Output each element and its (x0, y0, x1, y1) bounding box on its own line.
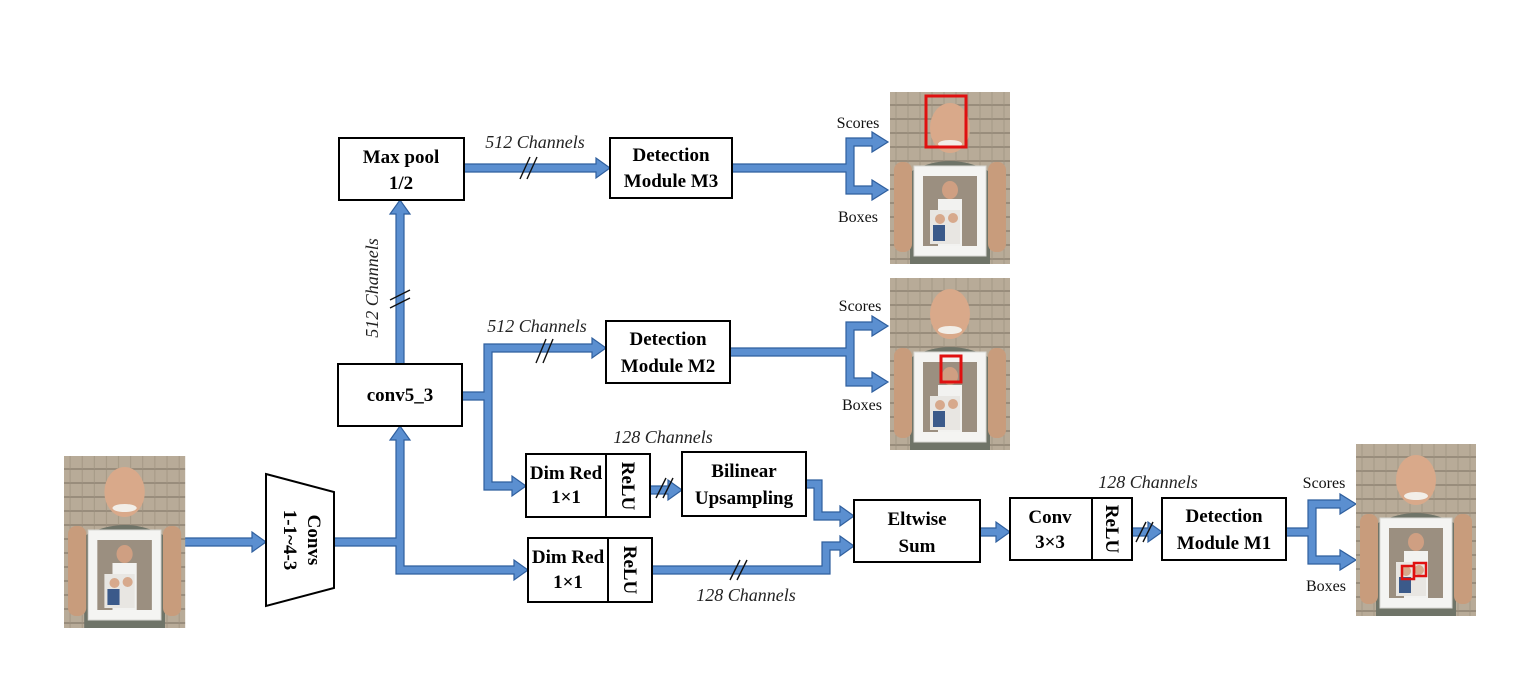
channel-label-conv3-m1: 128 Channels (1098, 472, 1198, 492)
convs-label-1: Convs (303, 515, 324, 566)
arrow-conv5-to-maxpool (390, 200, 410, 364)
dimred-bottom-label-1: Dim Red (532, 547, 605, 568)
output-photo-m3 (890, 92, 1010, 264)
arrow-input-to-convs (184, 532, 266, 552)
det-m1-label-2: Module M1 (1177, 533, 1271, 554)
arrow-conv3-to-m1 (1132, 522, 1162, 542)
arrow-eltwise-to-conv3 (980, 522, 1010, 542)
dimred-top-block: Dim Red 1×1 ReLU (526, 454, 650, 517)
conv5-3-block: conv5_3 (338, 364, 462, 426)
det-m3-label-1: Detection (632, 145, 709, 166)
input-photo (64, 456, 185, 628)
detection-m3-block: Detection Module M3 (610, 138, 732, 198)
m2-scores-label: Scores (839, 298, 882, 315)
convs-block: Convs 1-1~4-3 (266, 474, 334, 606)
det-m3-label-2: Module M3 (624, 171, 718, 192)
arrow-dimred-to-bilinear (650, 480, 682, 500)
detection-m1-block: Detection Module M1 (1162, 498, 1286, 560)
detection-m2-block: Detection Module M2 (606, 321, 730, 383)
arrow-m1-outputs (1286, 494, 1356, 570)
m1-boxes-label: Boxes (1306, 578, 1346, 595)
dimred-top-label-1: Dim Red (530, 463, 603, 484)
det-m2-label-2: Module M2 (621, 356, 715, 377)
conv3-label-1: Conv (1028, 507, 1072, 528)
arrow-maxpool-to-m3 (464, 158, 610, 178)
arrow-m3-outputs (732, 132, 888, 200)
m1-scores-label: Scores (1303, 475, 1346, 492)
m3-boxes-label: Boxes (838, 209, 878, 226)
maxpool-block: Max pool 1/2 (339, 138, 464, 200)
eltwise-label-1: Eltwise (887, 509, 946, 530)
m2-boxes-label: Boxes (842, 397, 882, 414)
channel-label-conv5-maxpool: 512 Channels (362, 238, 382, 338)
arrow-m2-outputs (730, 316, 888, 392)
dimred-bottom-label-2: 1×1 (553, 572, 583, 593)
bilinear-label-1: Bilinear (711, 461, 777, 482)
dimred-bottom-block: Dim Red 1×1 ReLU (528, 538, 652, 602)
bilinear-label-2: Upsampling (695, 488, 794, 509)
relu-top-label: ReLU (617, 462, 638, 511)
det-m1-label-1: Detection (1185, 506, 1262, 527)
bilinear-block: Bilinear Upsampling (682, 452, 806, 516)
convs-label-2: 1-1~4-3 (279, 510, 300, 571)
eltwise-label-2: Sum (899, 536, 936, 557)
channel-label-maxpool-m3: 512 Channels (485, 132, 585, 152)
maxpool-label-1: Max pool (363, 147, 440, 168)
conv3-label-2: 3×3 (1035, 532, 1065, 553)
conv5-3-label: conv5_3 (367, 385, 434, 406)
eltwise-block: Eltwise Sum (854, 500, 980, 562)
relu-conv3-label: ReLU (1101, 505, 1122, 554)
det-m2-label-1: Detection (629, 329, 706, 350)
relu-bottom-label: ReLU (619, 546, 640, 595)
output-photo-m2 (890, 278, 1010, 450)
channel-label-dimred-bilinear: 128 Channels (613, 427, 713, 447)
output-photo-m1 (1356, 444, 1476, 616)
conv3x3-block: Conv 3×3 ReLU (1010, 498, 1132, 560)
arrow-convs-branch (334, 426, 528, 580)
arrow-bilinear-to-eltwise (806, 480, 854, 526)
channel-label-dimred-bottom-sum: 128 Channels (696, 585, 796, 605)
arrow-dimred-bottom-to-eltwise (652, 536, 854, 574)
m3-scores-label: Scores (837, 115, 880, 132)
maxpool-label-2: 1/2 (389, 173, 413, 194)
channel-label-conv5-m2: 512 Channels (487, 316, 587, 336)
dimred-top-label-2: 1×1 (551, 487, 581, 508)
